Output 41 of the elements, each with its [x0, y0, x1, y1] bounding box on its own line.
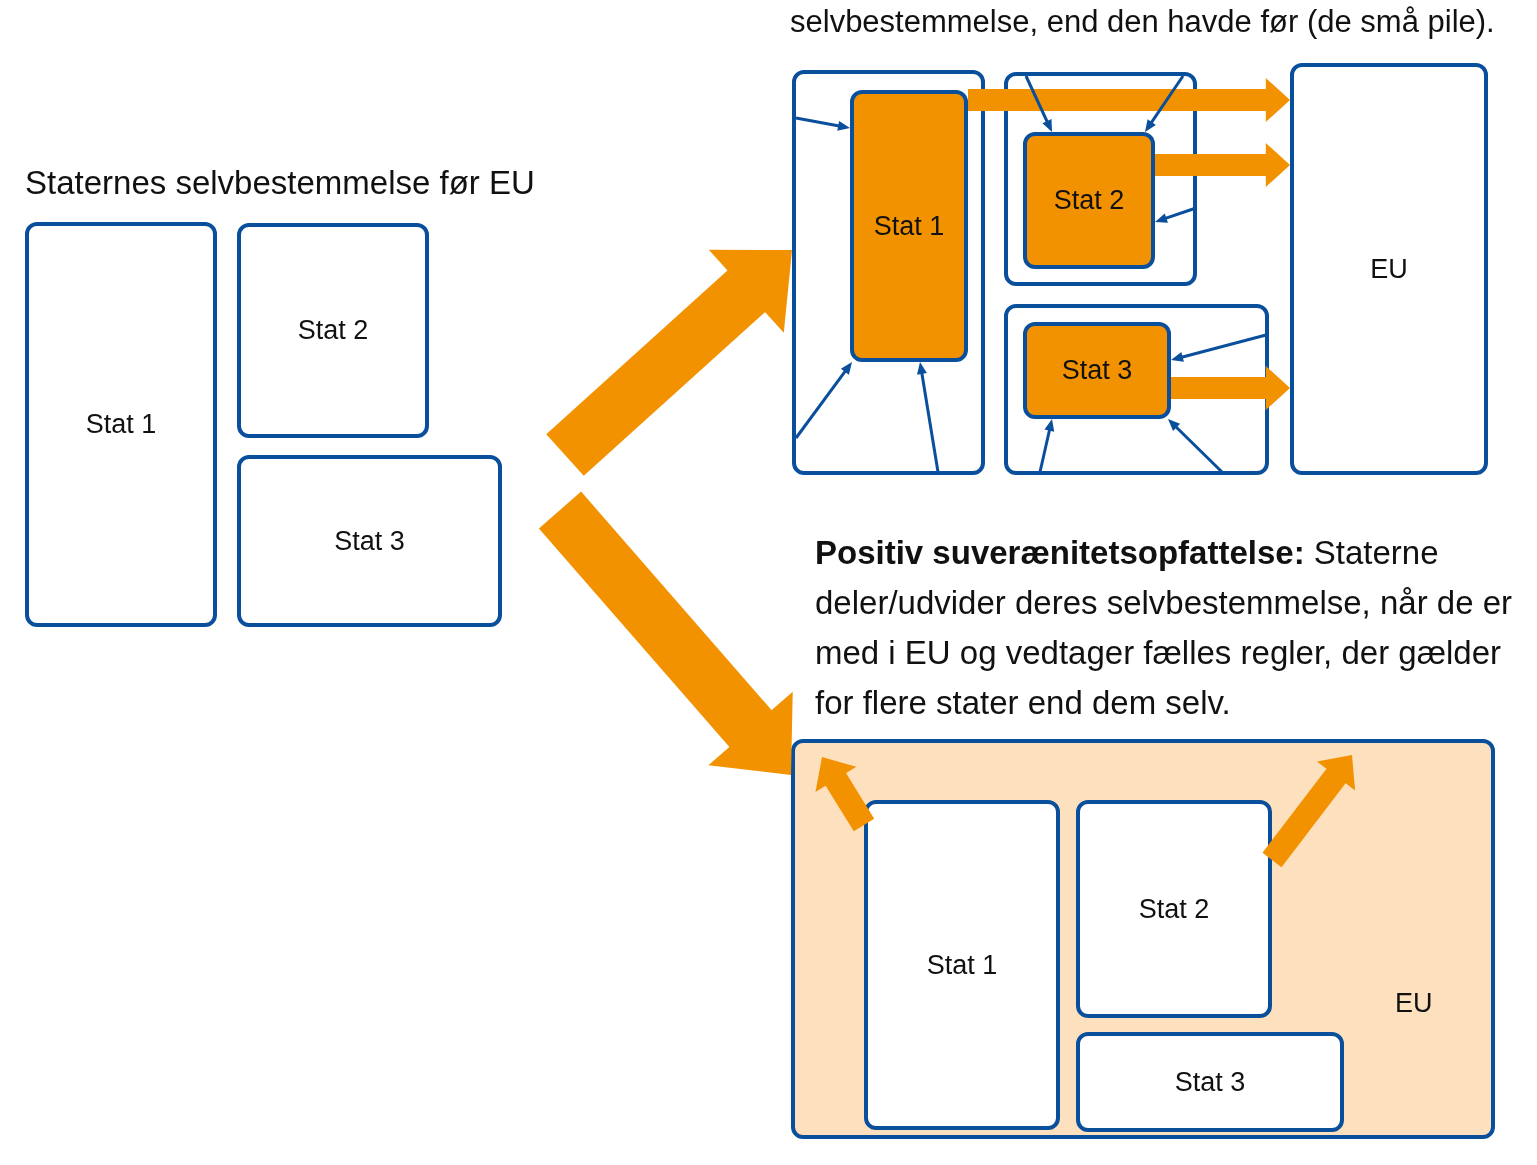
state-box [1023, 322, 1171, 419]
frame-box [792, 70, 985, 475]
arrow [1262, 755, 1356, 868]
state-box [864, 800, 1060, 1130]
node-label: EU [1395, 988, 1433, 1019]
state-box [25, 222, 217, 627]
arrow [815, 757, 875, 832]
node-label: Stat 3 [1061, 355, 1133, 386]
node-label: Stat 3 [334, 525, 405, 557]
node-label: EU [1370, 253, 1408, 285]
state-box [1076, 1032, 1344, 1132]
state-box [1076, 800, 1272, 1018]
arrow [1145, 75, 1185, 132]
state-box [1023, 132, 1155, 269]
arrow [1171, 333, 1267, 362]
state-box [237, 455, 502, 627]
node-label: Stat 1 [926, 949, 998, 981]
node-label: Stat 2 [297, 315, 369, 346]
top-text-line: selvbestemmelse, end den havde før (de små pile). [790, 3, 1496, 41]
arrow [917, 362, 940, 473]
arrow [1171, 366, 1290, 410]
node-label: Stat 1 [85, 409, 157, 440]
node-label: Stat 2 [1138, 893, 1210, 925]
frame-box [1004, 304, 1269, 475]
arrow [1024, 75, 1052, 132]
arrow [1038, 419, 1055, 473]
eu-box [791, 739, 1495, 1139]
paragraph: Positiv suverænitetsopfattelse: Staterne deler/udvider deres selvbestemmelse, når de er med i EU og vedtager fælles regler, der gælder for flere stater end dem selv. [815, 533, 1513, 723]
arrow [794, 362, 852, 439]
arrow [1155, 143, 1290, 187]
node-label: Stat 1 [873, 210, 945, 242]
heading: Staternes selvbestemmelse før EU [25, 163, 536, 203]
arrow [795, 116, 850, 131]
node-label: Stat 3 [1174, 1066, 1246, 1098]
arrow [546, 249, 792, 476]
state-box [850, 90, 968, 362]
arrow [1168, 419, 1224, 474]
eu-box [1290, 63, 1488, 475]
node-label: Stat 2 [1053, 185, 1125, 216]
arrow [538, 491, 793, 775]
state-box [237, 223, 429, 438]
